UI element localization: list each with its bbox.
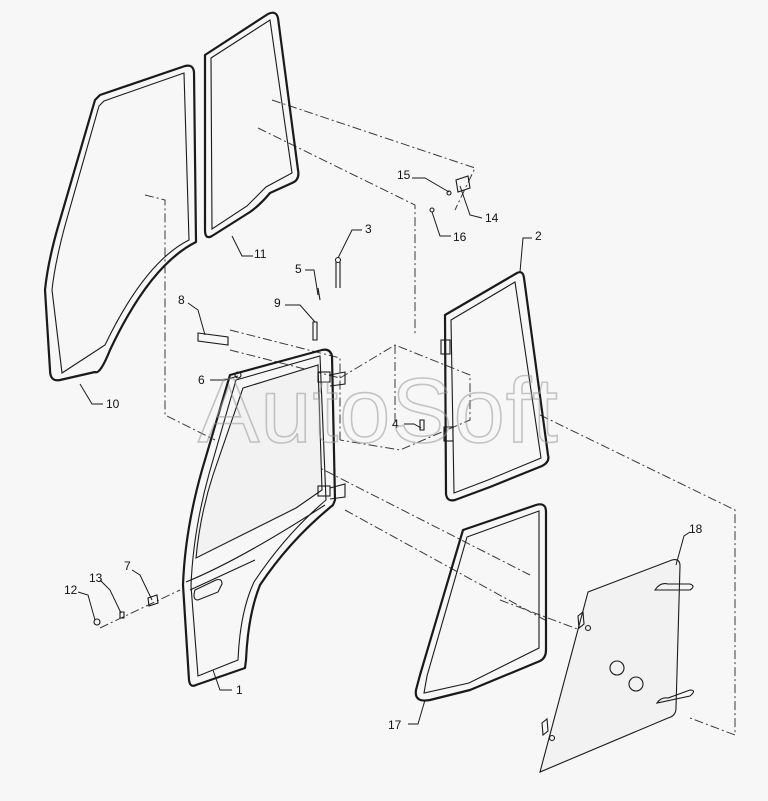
callout-16: 16 xyxy=(453,230,467,244)
callout-10: 10 xyxy=(106,397,120,411)
callout-7: 7 xyxy=(124,559,131,573)
callout-1: 1 xyxy=(236,683,243,697)
callout-4: 4 xyxy=(392,417,399,431)
callout-11: 11 xyxy=(254,247,267,261)
part-2-seal xyxy=(440,271,550,502)
callout-13: 13 xyxy=(89,571,103,585)
callout-5: 5 xyxy=(295,262,302,276)
part-10-seal xyxy=(43,64,198,382)
watermark-text: AutoSoft xyxy=(198,360,559,462)
callout-6: 6 xyxy=(198,373,205,387)
callout-2: 2 xyxy=(535,229,542,243)
callout-14: 14 xyxy=(485,211,499,225)
leader-lines xyxy=(77,177,691,725)
part-1-door-frame xyxy=(181,348,346,687)
callout-3: 3 xyxy=(365,222,372,236)
assembly-lines xyxy=(99,99,736,736)
small-hardware xyxy=(93,175,471,626)
part-17-seal xyxy=(414,503,548,702)
callout-12: 12 xyxy=(64,583,78,597)
part-18-glass-panel xyxy=(539,559,695,773)
callout-18: 18 xyxy=(689,522,703,536)
part-11-seal xyxy=(203,11,300,239)
callout-15: 15 xyxy=(397,168,411,182)
callouts: 1 2 3 4 5 6 7 8 9 10 11 12 13 14 15 16 1… xyxy=(64,168,703,732)
callout-9: 9 xyxy=(274,296,281,310)
callout-8: 8 xyxy=(178,293,185,307)
callout-17: 17 xyxy=(388,718,402,732)
